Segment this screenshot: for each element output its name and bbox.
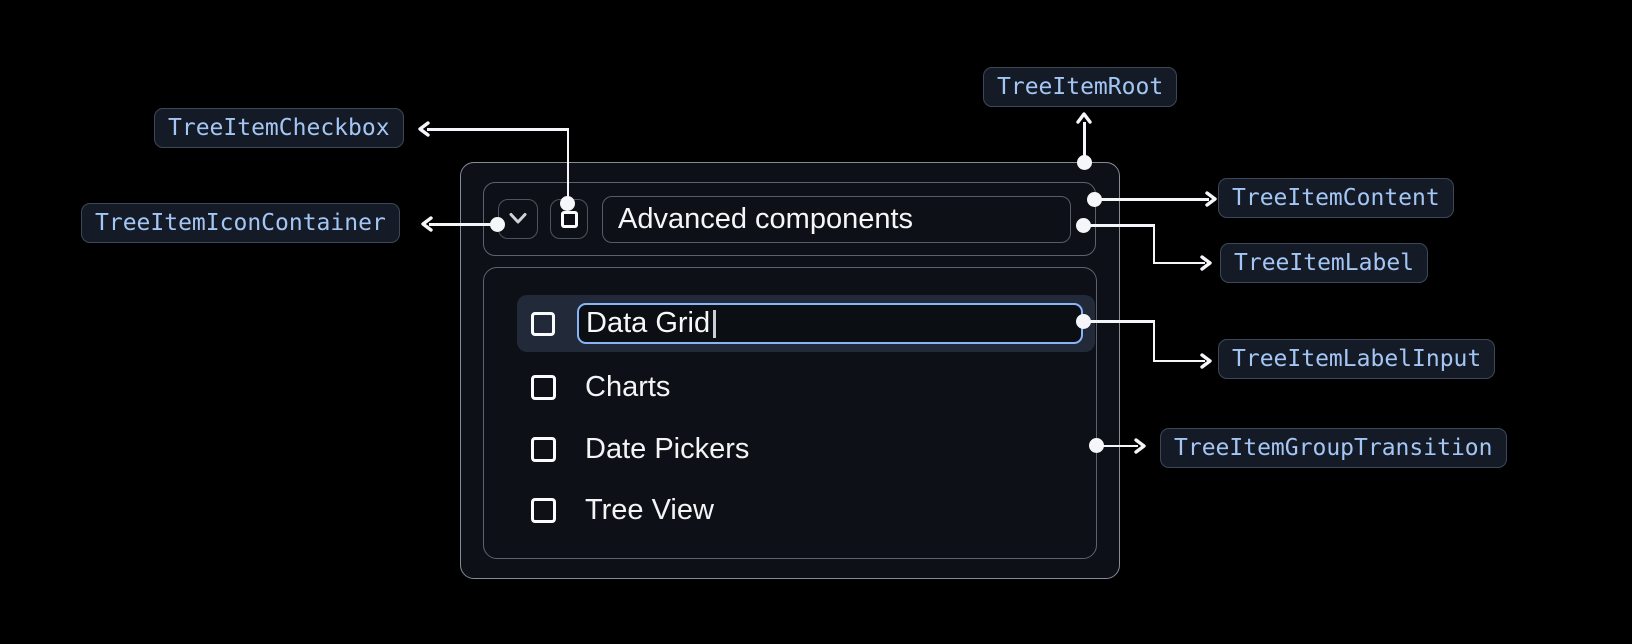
item-checkbox[interactable]: [531, 374, 556, 400]
item-label: Charts: [585, 370, 671, 403]
tree-item-label-input[interactable]: Data Grid: [577, 303, 1083, 344]
badge-tree-item-icon-container: TreeItemIconContainer: [81, 203, 400, 243]
arrow-right-icon: [1200, 189, 1220, 209]
connector-line: [429, 223, 497, 226]
connector-line: [1152, 320, 1155, 361]
connector-line: [566, 128, 569, 198]
text-cursor: [713, 309, 716, 338]
arrow-left-icon: [418, 214, 438, 234]
badge-tree-item-label-input: TreeItemLabelInput: [1218, 339, 1496, 379]
tree-item-label: Advanced components: [602, 195, 1071, 243]
chevron-down-icon: [508, 212, 528, 226]
label-input-value: Data Grid: [586, 307, 711, 339]
connector-line: [1083, 320, 1155, 323]
item-checkbox[interactable]: [531, 497, 556, 523]
item-label: Date Pickers: [585, 432, 750, 465]
tree-item-row[interactable]: Tree View: [531, 493, 714, 526]
tree-item-row-editing[interactable]: Data Grid: [517, 295, 1095, 352]
arrow-left-icon: [415, 119, 435, 139]
badge-tree-item-checkbox: TreeItemCheckbox: [154, 108, 404, 148]
parent-label-text: Advanced components: [618, 202, 914, 235]
badge-tree-item-group-transition: TreeItemGroupTransition: [1160, 428, 1507, 468]
item-checkbox[interactable]: [531, 436, 556, 462]
checkbox-icon: [560, 210, 578, 228]
connector-line: [427, 128, 569, 131]
item-label: Tree View: [585, 493, 714, 526]
connector-line: [1094, 198, 1209, 201]
tree-item-row[interactable]: Date Pickers: [531, 432, 750, 465]
badge-tree-item-content: TreeItemContent: [1218, 178, 1454, 218]
badge-tree-item-label: TreeItemLabel: [1220, 243, 1429, 283]
arrow-up-icon: [1074, 108, 1094, 128]
item-checkbox[interactable]: [531, 311, 555, 336]
connector-line: [1083, 224, 1155, 227]
expand-button[interactable]: [498, 199, 538, 239]
arrow-right-icon: [1195, 351, 1215, 371]
tree-item-row[interactable]: Charts: [531, 370, 671, 403]
connector-dot: [560, 196, 575, 211]
connector-dot: [490, 217, 505, 232]
tree-item-group-transition: Data Grid Charts Date Pickers Tree View: [483, 267, 1097, 559]
connector-line: [1096, 444, 1138, 447]
connector-line: [1152, 359, 1205, 362]
connector-line: [1152, 224, 1155, 263]
arrow-right-icon: [1195, 253, 1215, 273]
connector-dot: [1077, 155, 1092, 170]
badge-tree-item-root: TreeItemRoot: [983, 67, 1178, 107]
tree-item-content[interactable]: Advanced components: [483, 182, 1096, 256]
arrow-right-icon: [1129, 436, 1149, 456]
connector-line: [1083, 122, 1086, 158]
tree-item-root: Advanced components Data Grid Charts Dat…: [460, 162, 1120, 579]
connector-line: [1152, 261, 1205, 264]
